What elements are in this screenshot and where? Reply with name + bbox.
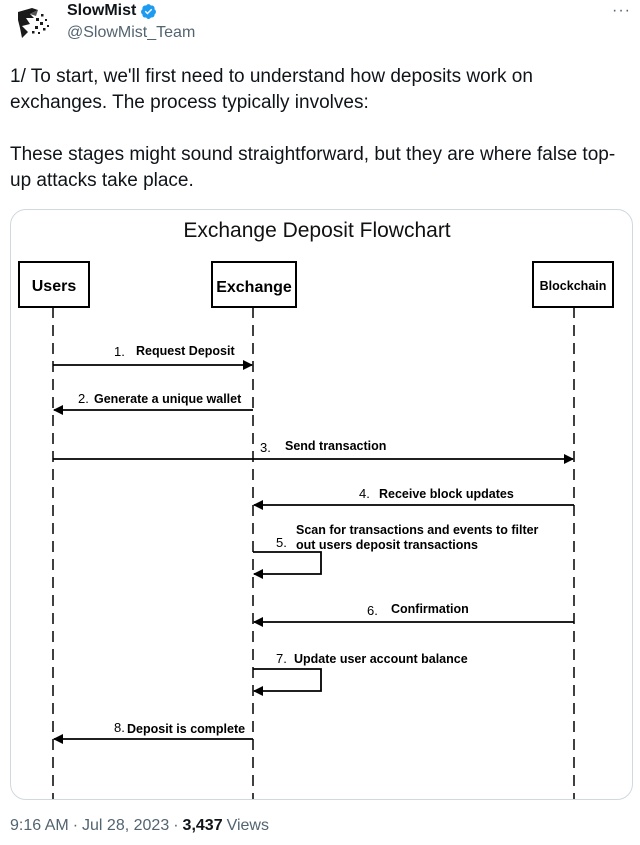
actor-blockchain: Blockchain <box>532 261 614 308</box>
svg-text:Generate a unique wallet: Generate a unique wallet <box>94 392 242 406</box>
step-1: 1. Request Deposit <box>53 344 253 370</box>
svg-text:3.: 3. <box>260 440 271 455</box>
step-6: 6. Confirmation <box>253 602 574 627</box>
svg-text:out users deposit transactions: out users deposit transactions <box>296 538 478 552</box>
svg-text:7.: 7. <box>276 651 287 666</box>
svg-text:1.: 1. <box>114 344 125 359</box>
svg-text:Scan for transactions and even: Scan for transactions and events to filt… <box>296 523 539 537</box>
svg-text:Request Deposit: Request Deposit <box>136 344 235 358</box>
svg-text:Update user account balance: Update user account balance <box>294 652 468 666</box>
views-label: Views <box>226 817 269 834</box>
actor-users: Users <box>18 261 90 308</box>
svg-text:Deposit is complete: Deposit is complete <box>127 722 245 736</box>
verified-badge-icon <box>141 3 157 19</box>
actor-blockchain-label: Blockchain <box>540 279 607 293</box>
svg-text:4.: 4. <box>359 486 370 501</box>
actor-exchange-label: Exchange <box>216 279 292 296</box>
step-3: 3. Send transaction <box>53 439 574 464</box>
svg-text:Receive block updates: Receive block updates <box>379 487 514 501</box>
step-8: 8. Deposit is complete <box>53 720 253 744</box>
avatar[interactable] <box>12 4 52 44</box>
meta-separator: · <box>72 817 79 834</box>
exchange-deposit-flowchart: Exchange Deposit Flowchart Users Exchang… <box>18 219 614 799</box>
views-count: 3,437 <box>182 817 223 834</box>
step-2: 2. Generate a unique wallet <box>53 391 253 415</box>
tweet-paragraph: These stages might sound straightforward… <box>10 144 616 191</box>
tweet-time[interactable]: 9:16 AM <box>10 817 69 834</box>
tweet-date[interactable]: Jul 28, 2023 <box>82 817 170 834</box>
flowchart-title: Exchange Deposit Flowchart <box>183 219 450 242</box>
more-options-icon[interactable]: ··· <box>612 2 631 19</box>
tweet-meta: 9:16 AM · Jul 28, 2023 · 3,437 Views <box>10 817 269 835</box>
meta-separator: · <box>173 817 179 834</box>
tweet-media-image[interactable]: Exchange Deposit Flowchart Users Exchang… <box>10 209 633 800</box>
author-name-row[interactable]: SlowMist <box>67 2 157 20</box>
svg-text:6.: 6. <box>367 603 378 618</box>
svg-text:5.: 5. <box>276 535 287 550</box>
actor-exchange: Exchange <box>211 261 297 308</box>
tweet-paragraph: 1/ To start, we'll first need to underst… <box>10 66 533 113</box>
step-7: 7. Update user account balance <box>253 651 468 696</box>
author-display-name[interactable]: SlowMist <box>67 2 137 19</box>
author-handle[interactable]: @SlowMist_Team <box>67 24 196 41</box>
step-5: 5. Scan for transactions and events to f… <box>253 523 539 579</box>
slowmist-logo-icon <box>18 8 49 38</box>
svg-text:Confirmation: Confirmation <box>391 602 469 616</box>
step-4: 4. Receive block updates <box>253 486 574 510</box>
tweet-text: 1/ To start, we'll first need to underst… <box>10 64 630 194</box>
svg-text:Send transaction: Send transaction <box>285 439 386 453</box>
svg-text:2.: 2. <box>78 391 89 406</box>
svg-text:8.: 8. <box>114 720 125 735</box>
actor-users-label: Users <box>32 278 77 295</box>
